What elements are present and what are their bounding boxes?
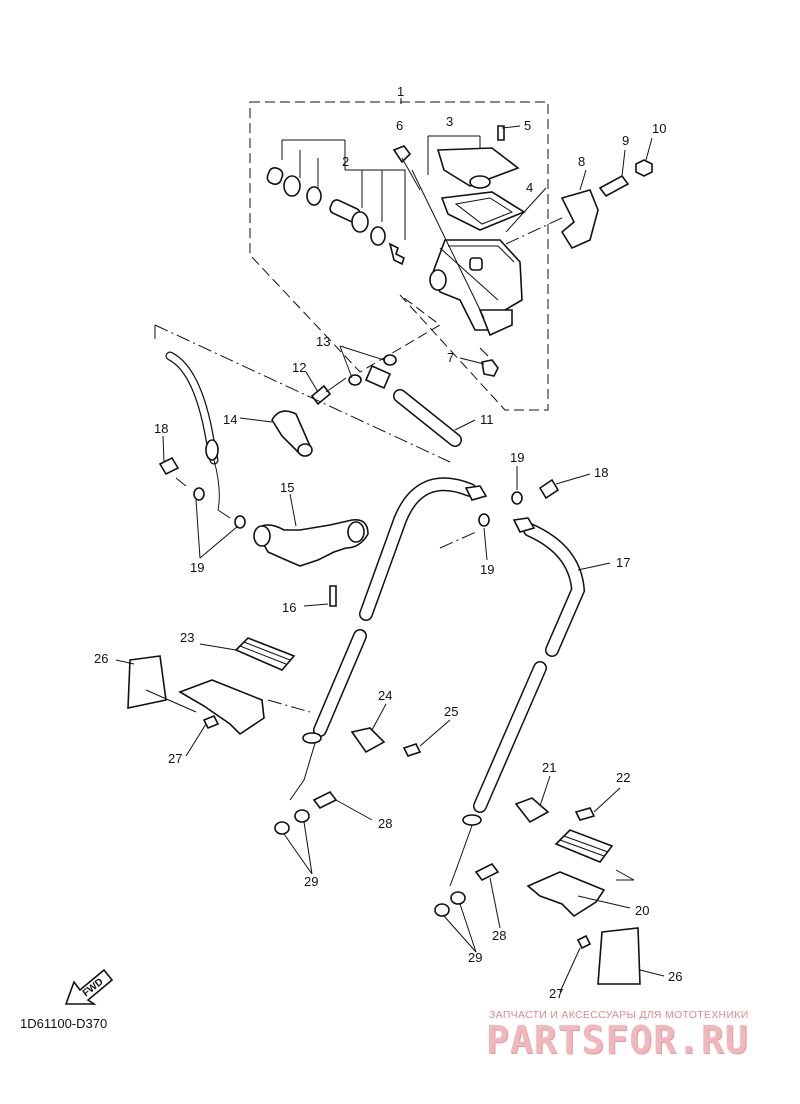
callout-9: 9 <box>622 133 629 148</box>
holder-and-fasteners <box>505 159 653 250</box>
callout-26-right: 26 <box>668 969 682 984</box>
callout-22: 22 <box>616 770 630 785</box>
callout-2: 2 <box>342 154 349 169</box>
callout-8: 8 <box>578 154 585 169</box>
fitting-bolt-left <box>158 456 246 529</box>
reference-lines <box>154 324 477 713</box>
left-bracket-assembly <box>127 637 296 736</box>
callout-18-left: 18 <box>154 421 168 436</box>
fwd-arrow-icon: FWD <box>64 968 114 1005</box>
leader-lines <box>115 98 665 993</box>
callout-17: 17 <box>616 555 630 570</box>
callout-23: 23 <box>180 630 194 645</box>
callout-16: 16 <box>282 600 296 615</box>
callout-28-right: 28 <box>492 928 506 943</box>
callout-19-top: 19 <box>510 450 524 465</box>
boot-cover <box>271 410 313 457</box>
callout-4: 4 <box>526 180 533 195</box>
callout-29-left: 29 <box>304 874 318 889</box>
diagram-code: 1D61100-D370 <box>20 1016 108 1031</box>
union-bolt-and-gaskets <box>310 354 397 406</box>
brake-hose-upper <box>393 389 462 447</box>
callout-14: 14 <box>223 412 237 427</box>
callout-19-left: 19 <box>190 560 204 575</box>
callout-labels: 1 2 3 4 5 6 7 8 9 10 11 12 13 14 15 16 1… <box>94 84 682 1001</box>
fasteners-left-lower <box>274 790 338 835</box>
callout-19-right: 19 <box>480 562 494 577</box>
bleeder-screw <box>479 347 499 377</box>
callout-25: 25 <box>444 704 458 719</box>
piston-kit-parts <box>266 139 406 266</box>
watermark-brand: PARTSFOR.RU <box>486 1018 749 1062</box>
brake-hose-left <box>165 351 231 519</box>
callout-3: 3 <box>446 114 453 129</box>
callout-29-right: 29 <box>468 950 482 965</box>
callout-21: 21 <box>542 760 556 775</box>
callout-1: 1 <box>397 84 404 99</box>
callout-20: 20 <box>635 903 649 918</box>
callout-6: 6 <box>396 118 403 133</box>
callout-5: 5 <box>524 118 531 133</box>
fitting-bolt-right <box>478 478 560 527</box>
callout-27-left: 27 <box>168 751 182 766</box>
right-bracket-assembly <box>514 797 641 985</box>
brake-hose-17 <box>289 477 586 887</box>
brake-joint <box>253 518 369 607</box>
fasteners-right-lower <box>434 862 500 917</box>
callout-13: 13 <box>316 334 330 349</box>
callout-26-left: 26 <box>94 651 108 666</box>
callout-18-right: 18 <box>594 465 608 480</box>
watermark-tagline: ЗАПЧАСТИ И АКСЕССУАРЫ ДЛЯ МОТОТЕХНИКИ <box>489 1009 749 1021</box>
callout-28-left: 28 <box>378 816 392 831</box>
callout-11: 11 <box>480 412 494 427</box>
master-cylinder-body <box>429 239 523 337</box>
callout-12: 12 <box>292 360 306 375</box>
callout-10: 10 <box>652 121 666 136</box>
reservoir-cap-parts <box>392 125 526 319</box>
callout-24: 24 <box>378 688 392 703</box>
hose-clamp-24 <box>350 727 422 757</box>
callout-15: 15 <box>280 480 294 495</box>
callout-27-right: 27 <box>549 986 563 1001</box>
callout-7: 7 <box>447 350 454 365</box>
